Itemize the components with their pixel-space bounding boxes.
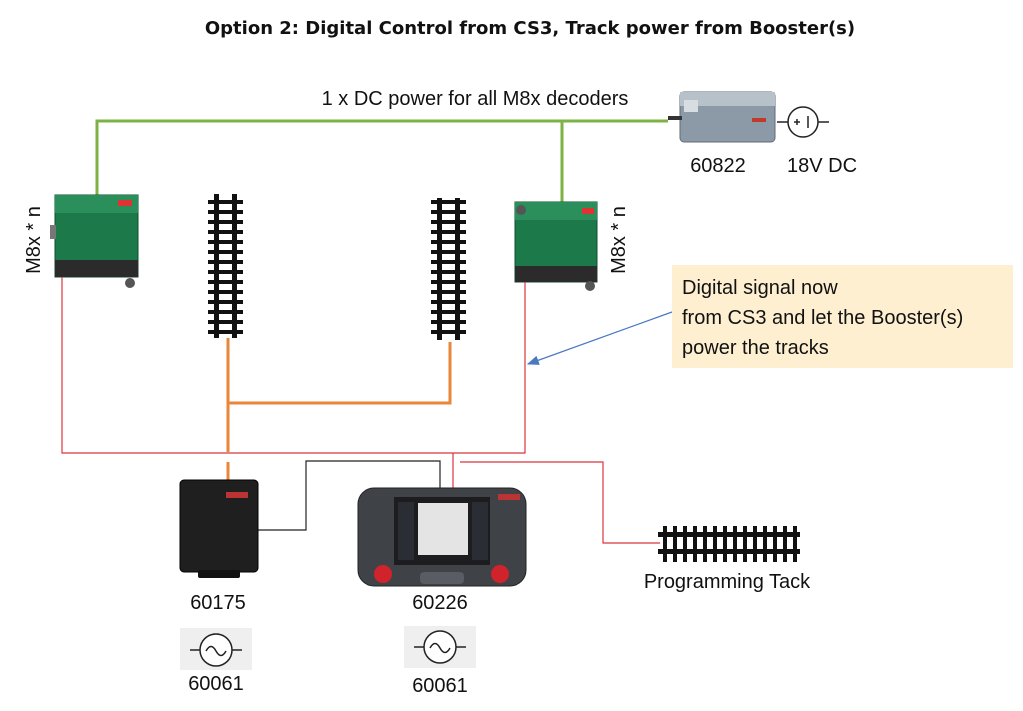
- central-station-transformer-symbol: [404, 626, 476, 668]
- power-supply-voltage-label: 18V DC: [787, 155, 857, 177]
- callout-arrow: [526, 311, 673, 365]
- booster-transformer-label: 60061: [188, 673, 244, 695]
- power-supply-60822: [668, 91, 776, 143]
- control-wire: [258, 460, 441, 531]
- track-section-2: [431, 198, 466, 340]
- programming-track-label: Programming Tack: [644, 571, 811, 593]
- decoder-right: [514, 201, 598, 291]
- power-supply-id-label: 60822: [690, 155, 746, 177]
- signal-wires: [61, 277, 660, 544]
- booster-transformer-symbol: [180, 628, 252, 670]
- dc-source-symbol: [777, 106, 829, 138]
- decoder-left-label: M8x * n: [23, 206, 45, 274]
- callout-line-2: from CS3 and let the Booster(s): [682, 307, 964, 329]
- decoder-left: [50, 194, 139, 288]
- decoder-right-label: M8x * n: [608, 206, 630, 274]
- callout-line-3: power the tracks: [682, 337, 829, 359]
- track-power-wires: [226, 338, 452, 480]
- diagram-title: Option 2: Digital Control from CS3, Trac…: [205, 18, 855, 39]
- callout-line-1: Digital signal now: [682, 277, 838, 299]
- booster-label: 60175: [190, 592, 246, 614]
- callout-box: Digital signal now from CS3 and let the …: [672, 265, 1013, 368]
- programming-track: [658, 526, 800, 562]
- dc-power-label: 1 x DC power for all M8x decoders: [322, 88, 629, 110]
- track-section-1: [208, 194, 243, 338]
- dc-power-wires: [95, 119, 668, 202]
- booster-60175: [179, 479, 259, 578]
- central-station-transformer-label: 60061: [412, 675, 468, 697]
- central-station-label: 60226: [412, 592, 468, 614]
- central-station-60226: [357, 487, 527, 587]
